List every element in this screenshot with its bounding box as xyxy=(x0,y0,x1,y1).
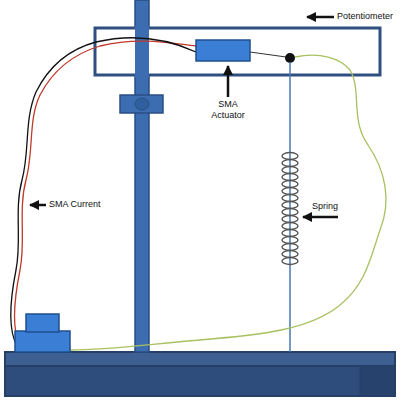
label-holder: SMA Current xyxy=(49,199,101,210)
spring-coil xyxy=(282,195,298,202)
vertical-pole xyxy=(135,0,149,352)
potentiometer-dot xyxy=(285,53,295,63)
label-holder: Potentiometer xyxy=(337,11,393,22)
green-wire xyxy=(70,55,386,350)
hanging-line xyxy=(289,62,291,352)
spring-coil xyxy=(282,244,298,251)
spring-coil xyxy=(282,153,298,160)
sma-actuator xyxy=(196,40,250,61)
spring-coil xyxy=(282,251,298,258)
spring-coil xyxy=(282,237,298,244)
spring-coil xyxy=(282,258,298,265)
spring-coil xyxy=(282,160,298,167)
spring-coil xyxy=(282,174,298,181)
callout-label: Spring xyxy=(312,201,338,212)
pole-top xyxy=(135,26,149,77)
pole-clamp xyxy=(120,95,163,113)
callout-label: SMA Actuator xyxy=(207,99,249,121)
spring-coil xyxy=(282,230,298,237)
callout-label: Potentiometer xyxy=(337,11,393,22)
red-wire xyxy=(15,41,196,344)
actuator-wire xyxy=(250,52,286,57)
spring-coil xyxy=(282,188,298,195)
spring-coil xyxy=(282,167,298,174)
label-holder: Spring xyxy=(312,201,338,212)
potentiometer-arrow xyxy=(307,16,334,19)
spring-coil xyxy=(282,209,298,216)
spring-arrow xyxy=(303,216,338,219)
actuator-arrow xyxy=(227,66,230,97)
base xyxy=(5,352,395,396)
spring xyxy=(282,153,298,265)
spring-coil xyxy=(282,181,298,188)
spring-coil xyxy=(282,202,298,209)
spring-coil xyxy=(282,223,298,230)
spring-coil xyxy=(282,216,298,223)
current-arrow xyxy=(30,204,46,207)
label-holder: SMA Actuator xyxy=(207,99,249,121)
power-supply xyxy=(15,314,70,352)
black-wire xyxy=(11,38,196,346)
callout-label: SMA Current xyxy=(49,199,101,210)
